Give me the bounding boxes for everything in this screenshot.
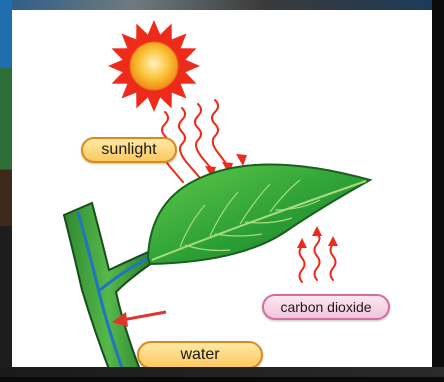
water-label-text: water (180, 346, 219, 364)
carbon-dioxide-label-text: carbon dioxide (280, 299, 371, 315)
water-label: water (137, 341, 263, 369)
photosynthesis-diagram-panel (12, 10, 432, 377)
diagram-artwork (12, 10, 432, 377)
sunlight-label-text: sunlight (101, 141, 156, 159)
wavy-arrows-up-icon (297, 226, 338, 282)
sun-icon (108, 20, 200, 112)
background-edge-bottom (0, 367, 444, 377)
background-edge-right (432, 0, 444, 377)
background-photo-strip-left (0, 0, 12, 377)
sunlight-label: sunlight (81, 137, 177, 163)
carbon-dioxide-label: carbon dioxide (262, 294, 390, 320)
sun-core (130, 42, 178, 90)
